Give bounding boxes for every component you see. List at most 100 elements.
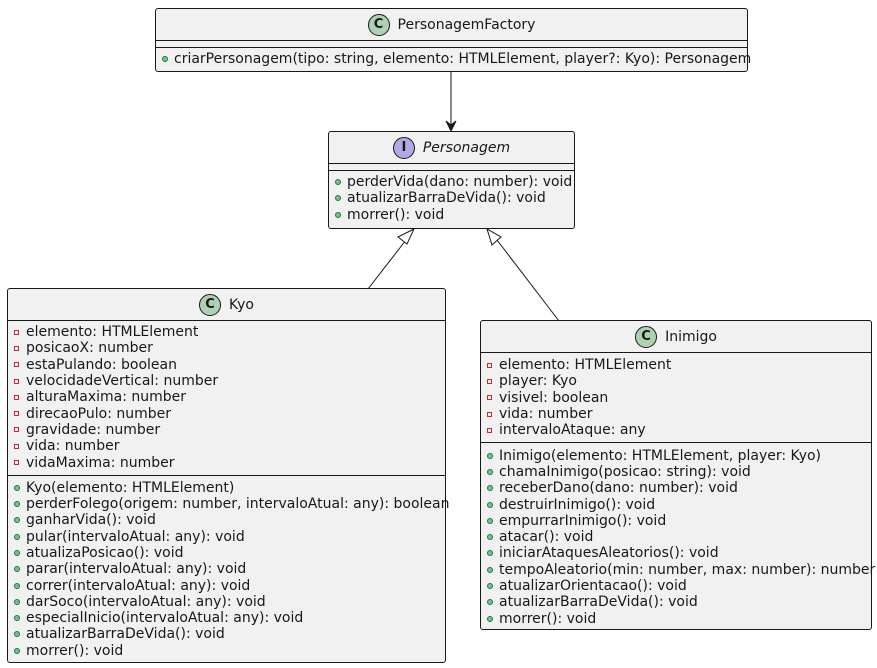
- method-row: Inimigo(elemento: HTMLElement, player: K…: [487, 447, 871, 464]
- method-row: Kyo(elemento: HTMLElement): [14, 480, 445, 496]
- public-marker: [14, 534, 26, 540]
- private-marker: [14, 460, 26, 465]
- method-text: Kyo(elemento: HTMLElement): [26, 479, 235, 496]
- class-header: I Personagem: [329, 132, 574, 163]
- field-row: elemento: HTMLElement: [14, 324, 445, 340]
- public-marker: [162, 56, 174, 62]
- method-row: perderFolego(origem: number, intervaloAt…: [14, 496, 449, 512]
- fields-section: elemento: HTMLElement player: Kyo visive…: [481, 353, 871, 444]
- method-row: morrer(): void: [487, 610, 871, 627]
- method-text: Inimigo(elemento: HTMLElement, player: K…: [499, 447, 822, 464]
- method-row: chamaInimigo(posicao: string): void: [487, 464, 871, 480]
- public-marker: [487, 583, 499, 589]
- class-personagem-factory[interactable]: C PersonagemFactory criarPersonagem(tipo…: [155, 8, 751, 72]
- method-row: pular(intervaloAtual: any): void: [14, 529, 445, 545]
- interface-personagem[interactable]: I Personagem perderVida(dano: number): v…: [328, 131, 575, 229]
- method-text: perderFolego(origem: number, intervaloAt…: [26, 496, 450, 513]
- field-row: vida: number: [14, 438, 445, 454]
- private-marker: [14, 395, 26, 400]
- method-row: iniciarAtaquesAleatorios(): void: [487, 545, 871, 561]
- private-marker: [487, 363, 499, 368]
- method-row: atualizarBarraDeVida(): void: [14, 626, 445, 642]
- public-marker: [335, 179, 347, 185]
- method-row: destruirInimigo(): void: [487, 496, 871, 513]
- method-row: atualizaPosicao(): void: [14, 545, 445, 561]
- dependency-arrowhead: [445, 120, 457, 133]
- method-row: empurrarInimigo(): void: [487, 513, 871, 529]
- private-marker: [14, 379, 26, 384]
- method-text: morrer(): void: [499, 610, 597, 627]
- public-marker: [14, 501, 26, 507]
- public-marker: [487, 567, 499, 573]
- field-row: direcaoPulo: number: [14, 405, 445, 422]
- field-text: visivel: boolean: [499, 389, 609, 406]
- class-kyo[interactable]: C Kyo elemento: HTMLElement posicaoX: nu…: [7, 288, 449, 663]
- private-marker: [487, 379, 499, 384]
- public-marker: [14, 648, 26, 654]
- method-text: receberDano(dano: number): void: [499, 480, 738, 497]
- field-row: visivel: boolean: [487, 390, 871, 406]
- methods-section: perderVida(dano: number): void atualizar…: [329, 171, 574, 227]
- public-marker: [14, 566, 26, 572]
- field-text: direcaoPulo: number: [26, 405, 172, 422]
- public-marker: [487, 485, 499, 491]
- field-text: velocidadeVertical: number: [26, 373, 219, 390]
- private-marker: [487, 428, 499, 433]
- field-text: gravidade: number: [26, 421, 161, 438]
- method-row: morrer(): void: [14, 643, 445, 659]
- method-text: correr(intervaloAtual: any): void: [26, 577, 251, 594]
- method-row: atualizarOrientacao(): void: [487, 578, 871, 594]
- fields-separator: [329, 163, 574, 171]
- public-marker: [14, 615, 26, 621]
- field-row: elemento: HTMLElement: [487, 357, 871, 373]
- method-text: atualizarBarraDeVida(): void: [26, 626, 225, 643]
- private-marker: [14, 330, 26, 335]
- public-marker: [487, 453, 499, 459]
- inheritance-inimigo-to-personagem: [496, 239, 560, 322]
- field-row: intervaloAtaque: any: [487, 422, 871, 438]
- method-row: especialInicio(intervaloAtual: any): voi…: [14, 610, 445, 626]
- public-marker: [487, 550, 499, 556]
- field-text: intervaloAtaque: any: [499, 422, 646, 439]
- field-row: alturaMaxima: number: [14, 389, 445, 405]
- public-marker: [335, 195, 347, 201]
- fields-separator: [156, 40, 747, 48]
- method-row: criarPersonagem(tipo: string, elemento: …: [162, 51, 751, 67]
- inheritance-triangle-inimigo: [486, 227, 502, 246]
- method-row: atualizarBarraDeVida(): void: [487, 594, 871, 610]
- field-text: vidaMaxima: number: [26, 454, 175, 471]
- field-row: posicaoX: number: [14, 340, 445, 356]
- public-marker: [14, 583, 26, 589]
- field-text: vida: number: [26, 438, 120, 455]
- inheritance-triangle-kyo: [397, 227, 416, 245]
- method-row: atacar(): void: [487, 529, 871, 545]
- method-text: especialInicio(intervaloAtual: any): voi…: [26, 610, 304, 627]
- method-text: morrer(): void: [26, 642, 124, 659]
- public-marker: [14, 550, 26, 556]
- method-row: morrer(): void: [335, 207, 574, 223]
- class-name: PersonagemFactory: [397, 16, 536, 33]
- class-name: Inimigo: [665, 328, 717, 345]
- public-marker: [487, 616, 499, 622]
- private-marker: [14, 444, 26, 449]
- method-text: morrer(): void: [347, 206, 445, 223]
- private-marker: [14, 411, 26, 416]
- method-text: atualizarBarraDeVida(): void: [499, 594, 698, 611]
- class-inimigo[interactable]: C Inimigo elemento: HTMLElement player: …: [480, 320, 876, 630]
- methods-section: Kyo(elemento: HTMLElement) perderFolego(…: [8, 476, 449, 663]
- field-text: elemento: HTMLElement: [26, 324, 199, 341]
- method-row: parar(intervaloAtual: any): void: [14, 561, 445, 577]
- class-header: C PersonagemFactory: [156, 9, 747, 40]
- public-marker: [14, 631, 26, 637]
- class-name: Kyo: [228, 296, 254, 313]
- method-text: tempoAleatorio(min: number, max: number)…: [499, 561, 876, 578]
- interface-type-badge: I: [392, 136, 415, 159]
- field-text: elemento: HTMLElement: [499, 357, 672, 374]
- class-type-badge: C: [198, 293, 221, 316]
- public-marker: [14, 517, 26, 523]
- class-type-badge: C: [367, 13, 390, 36]
- private-marker: [487, 395, 499, 400]
- field-row: vida: number: [487, 406, 871, 422]
- public-marker: [14, 485, 26, 491]
